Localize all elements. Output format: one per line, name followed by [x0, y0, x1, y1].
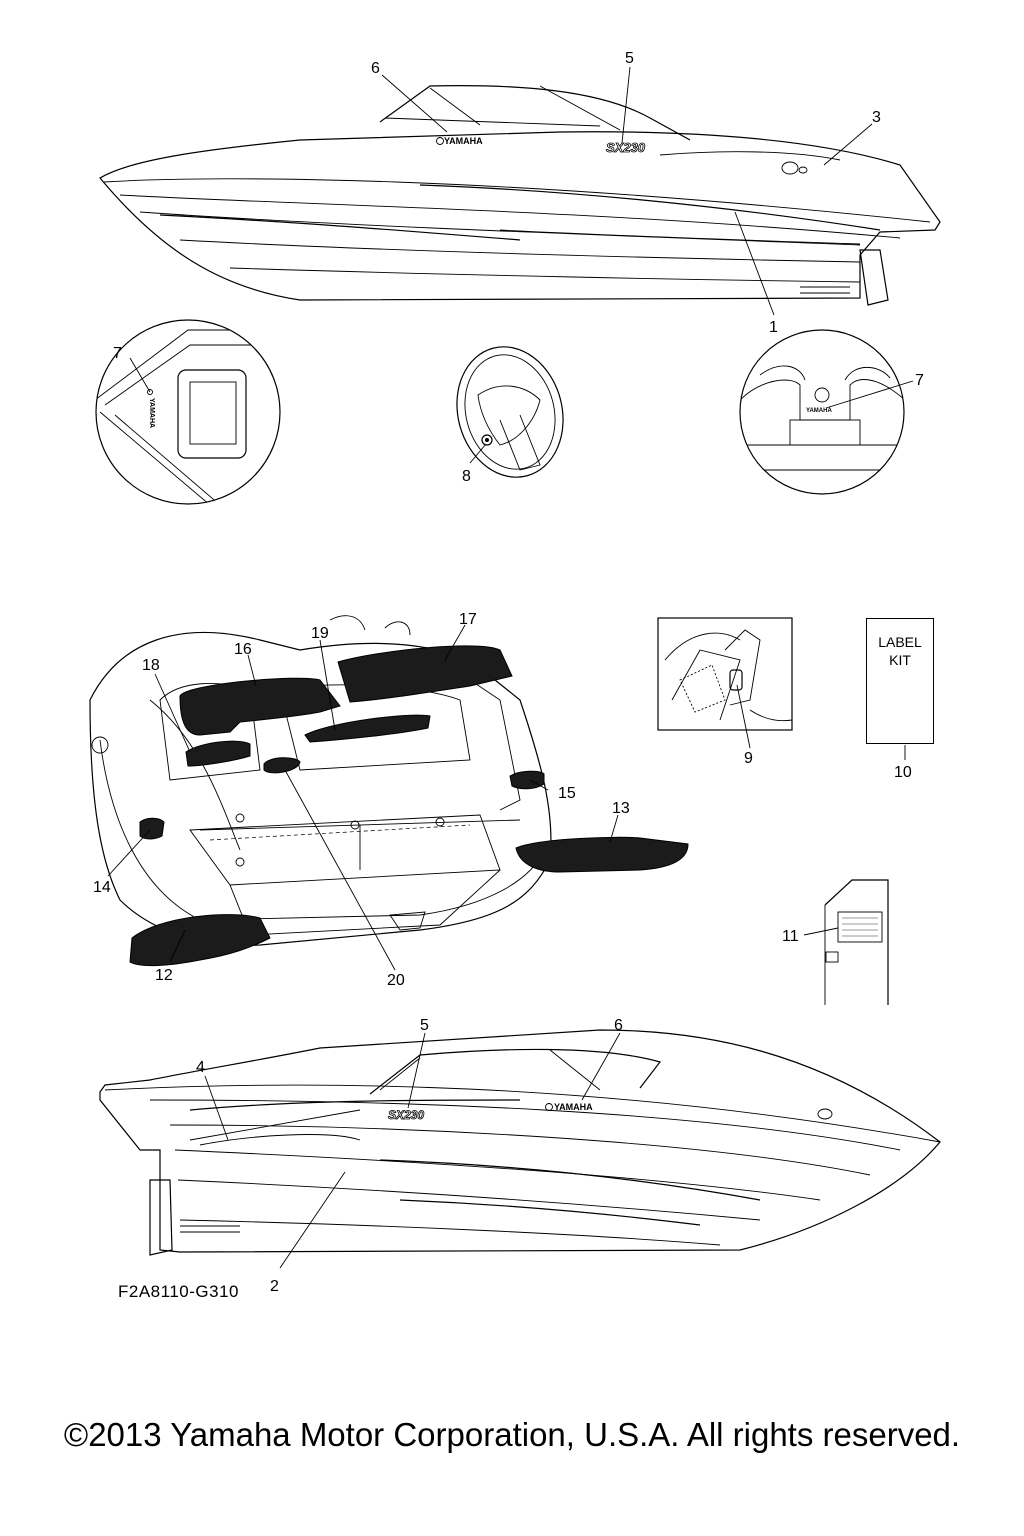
callout-6-top: 6: [371, 60, 380, 77]
leaders-top: [381, 66, 873, 316]
callout-4: 4: [196, 1059, 205, 1076]
copyright-notice: ©2013 Yamaha Motor Corporation, U.S.A. A…: [63, 1416, 961, 1453]
sx230-decal-top: SX230: [606, 140, 646, 155]
callout-3: 3: [872, 109, 881, 126]
boat-bottom-view: SX230 YAMAHA: [99, 1029, 941, 1256]
boat-top-view: YAMAHA SX230: [99, 85, 941, 306]
callout-7-right: 7: [915, 372, 924, 389]
mat-16: [179, 677, 341, 736]
callout-5-bottom: 5: [420, 1017, 429, 1034]
mat-13: [515, 836, 689, 873]
detail-steering-wheel: [456, 346, 564, 478]
mat-15: [509, 770, 545, 790]
callout-15: 15: [558, 785, 576, 802]
mat-18: [185, 740, 251, 767]
callouts: 6 5 3 1 7 7 8 18 16 19 17 9 10 15 13 14 …: [93, 50, 924, 1076]
callout-16: 16: [234, 641, 252, 658]
callout-20: 20: [387, 972, 405, 989]
svg-text:YAMAHA: YAMAHA: [806, 408, 832, 414]
mats: [129, 645, 689, 967]
leader-7a: [129, 357, 151, 393]
callout-17: 17: [459, 611, 477, 628]
leader-9: [736, 684, 751, 749]
callout-19: 19: [311, 625, 329, 642]
callout-13: 13: [612, 800, 630, 817]
mat-14: [139, 817, 165, 840]
callout-8: 8: [462, 468, 471, 485]
sx230-decal-bottom: SX230: [388, 1108, 424, 1122]
detail-bow-circle: YAMAHA: [95, 319, 281, 505]
callout-12: 12: [155, 967, 173, 984]
callout-11: 11: [782, 928, 799, 945]
mat-20: [263, 757, 301, 774]
part-code: F2A8110-G310: [118, 1282, 239, 1301]
leader-11: [803, 927, 839, 936]
label-kit-line2: KIT: [889, 652, 911, 668]
callout-1: 1: [769, 319, 778, 336]
callout-10: 10: [894, 764, 912, 781]
detail-stern-circle: YAMAHA: [739, 329, 905, 495]
mat-12: [129, 914, 271, 967]
detail-box-9: [657, 617, 793, 731]
label-kit-box: LABEL KIT: [866, 618, 934, 744]
callout-9: 9: [744, 750, 753, 767]
leader-7b: [825, 380, 914, 409]
leader-8: [469, 443, 487, 464]
callout-6-bottom: 6: [614, 1017, 623, 1034]
mat-19: [304, 714, 431, 743]
detail-panel-11: [824, 879, 889, 1005]
label-kit-line1: LABEL: [878, 634, 922, 650]
leaders-bottom: [204, 1032, 621, 1269]
cockpit-view: [89, 615, 552, 946]
callout-2: 2: [270, 1278, 279, 1295]
callout-5-top: 5: [625, 50, 634, 67]
callout-14: 14: [93, 879, 111, 896]
yamaha-decal-top: YAMAHA: [444, 136, 483, 146]
callout-7-left: 7: [113, 345, 122, 362]
svg-text:YAMAHA: YAMAHA: [148, 398, 155, 428]
mat-17: [337, 645, 513, 703]
leaders-cockpit: [107, 624, 619, 971]
callout-18: 18: [142, 657, 160, 674]
yamaha-decal-bottom: YAMAHA: [554, 1102, 593, 1112]
